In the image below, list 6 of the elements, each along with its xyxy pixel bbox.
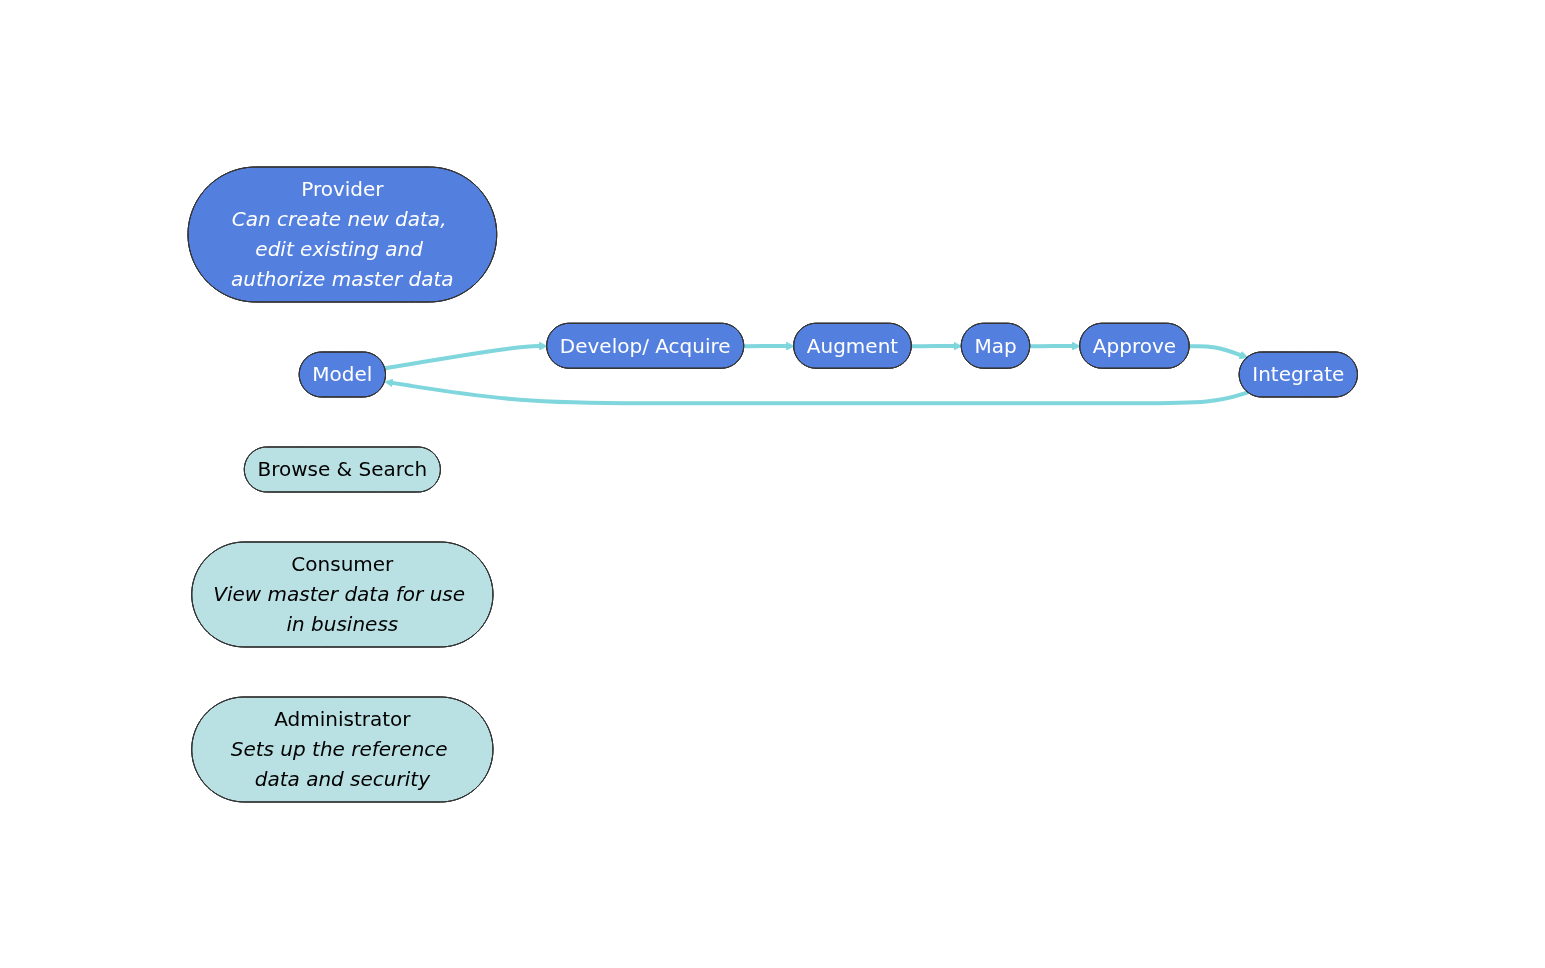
arrow xyxy=(911,341,962,350)
arrow xyxy=(1029,341,1081,350)
arrow xyxy=(384,341,548,370)
arrow xyxy=(384,378,1249,405)
arrow xyxy=(743,341,795,350)
arrow xyxy=(1189,343,1249,359)
